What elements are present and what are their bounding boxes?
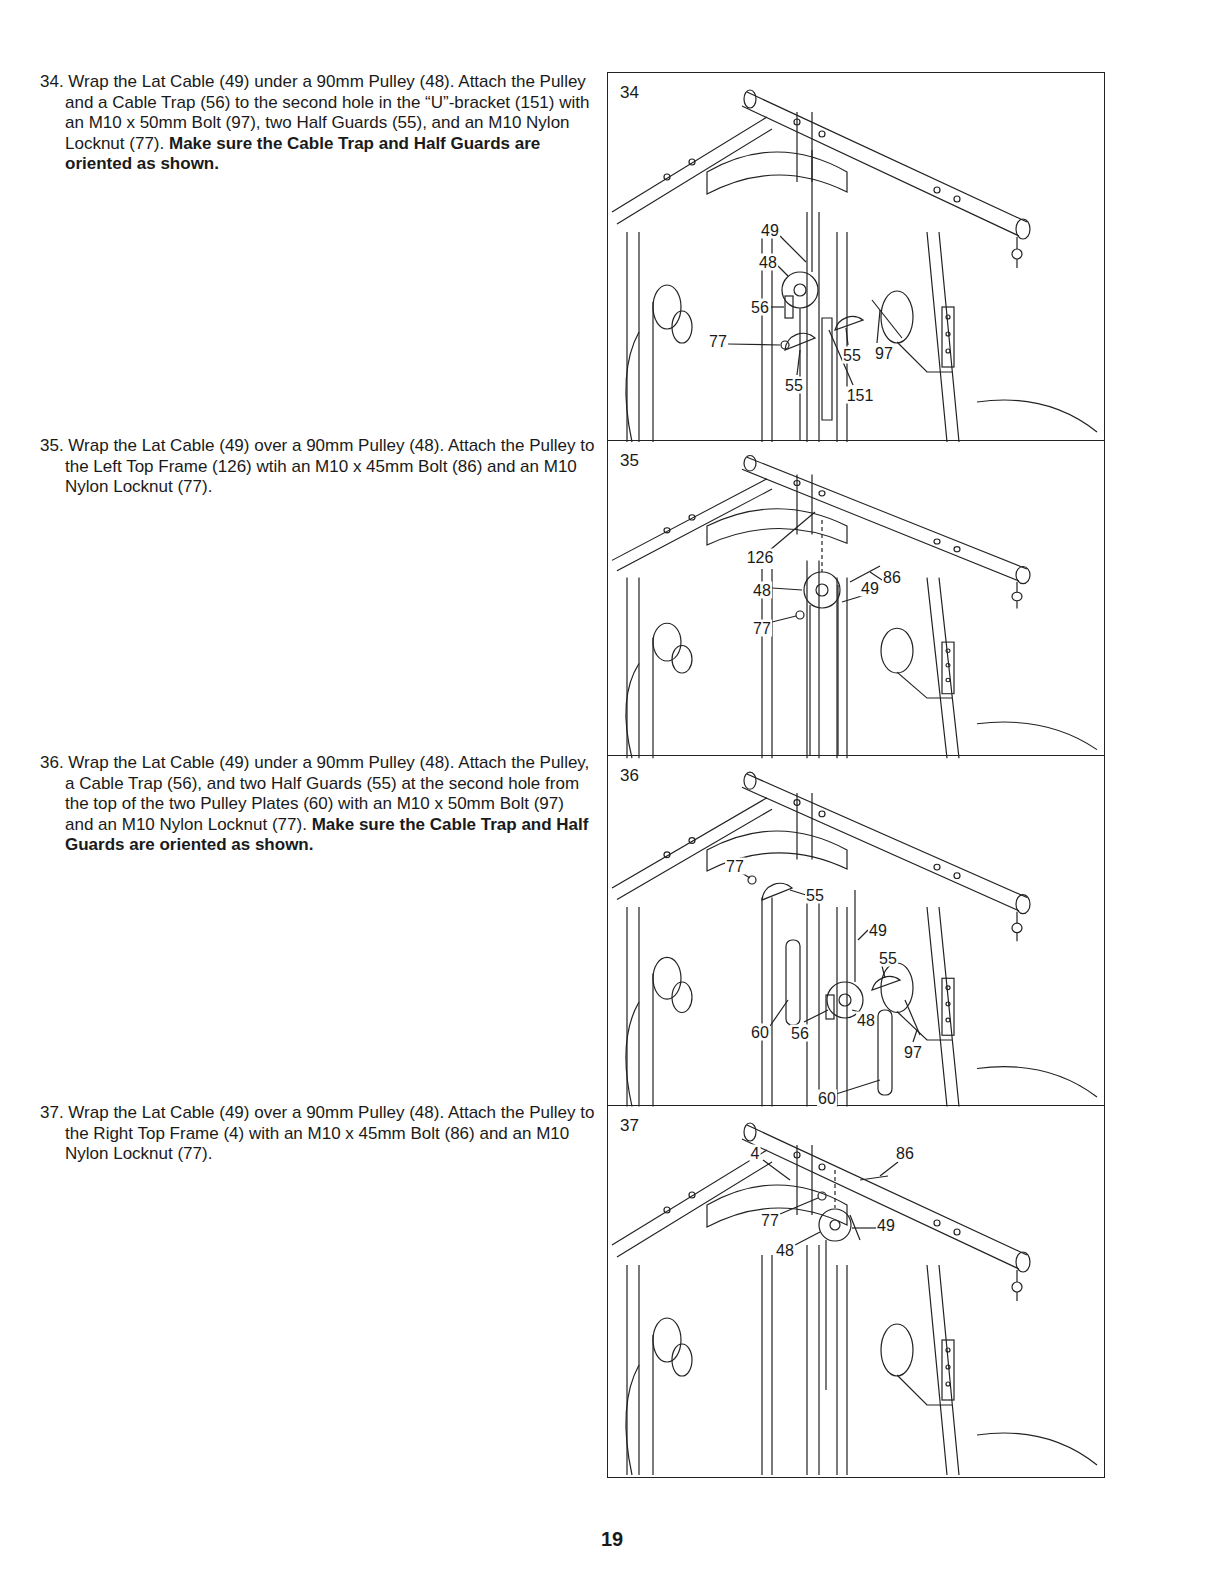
callout-number: 49 — [868, 922, 888, 939]
callout-number: 48 — [775, 1242, 795, 1259]
callout-number: 49 — [760, 222, 780, 239]
callout-number: 97 — [903, 1044, 923, 1061]
page-number: 19 — [601, 1528, 623, 1551]
callout-number: 49 — [876, 1217, 896, 1234]
callout-number: 77 — [752, 620, 772, 637]
step-number: 35 — [620, 451, 639, 471]
instruction-step: 34. Wrap the Lat Cable (49) under a 90mm… — [40, 72, 595, 175]
instruction-step: 37. Wrap the Lat Cable (49) over a 90mm … — [40, 1103, 595, 1165]
step-number: 37 — [620, 1116, 639, 1136]
callout-number: 48 — [752, 582, 772, 599]
callout-number: 55 — [805, 887, 825, 904]
callout-number: 56 — [750, 299, 770, 316]
callout-number: 60 — [817, 1090, 837, 1107]
callout-number: 77 — [708, 333, 728, 350]
instruction-text: 37. Wrap the Lat Cable (49) over a 90mm … — [40, 1103, 594, 1163]
callout-number: 97 — [874, 345, 894, 362]
step-panel: 36 — [607, 755, 1105, 1106]
pulley-parts-34 — [728, 150, 902, 440]
callout-number: 151 — [846, 387, 875, 404]
callout-number: 56 — [790, 1025, 810, 1042]
callout-number: 48 — [856, 1012, 876, 1029]
callout-number: 86 — [895, 1145, 915, 1162]
callout-number: 48 — [758, 254, 778, 271]
callout-number: 126 — [746, 549, 775, 566]
callout-number: 49 — [860, 580, 880, 597]
instruction-text: 35. Wrap the Lat Cable (49) over a 90mm … — [40, 436, 594, 496]
instruction-step: 36. Wrap the Lat Cable (49) under a 90mm… — [40, 753, 595, 856]
callout-number: 60 — [750, 1024, 770, 1041]
step-panel: 37 — [607, 1105, 1105, 1478]
callout-number: 77 — [725, 858, 745, 875]
callout-number: 55 — [878, 950, 898, 967]
callout-number: 55 — [842, 347, 862, 364]
step-number: 34 — [620, 83, 639, 103]
pulley-parts-37 — [763, 1160, 898, 1390]
callout-number: 86 — [882, 569, 902, 586]
step-panel: 35 — [607, 440, 1105, 756]
instruction-step: 35. Wrap the Lat Cable (49) over a 90mm … — [40, 436, 595, 498]
callout-number: 77 — [760, 1212, 780, 1229]
pulley-parts-36 — [740, 872, 920, 1095]
pulley-parts-35 — [770, 512, 882, 755]
callout-number: 4 — [750, 1145, 761, 1162]
callout-number: 55 — [784, 377, 804, 394]
step-number: 36 — [620, 766, 639, 786]
